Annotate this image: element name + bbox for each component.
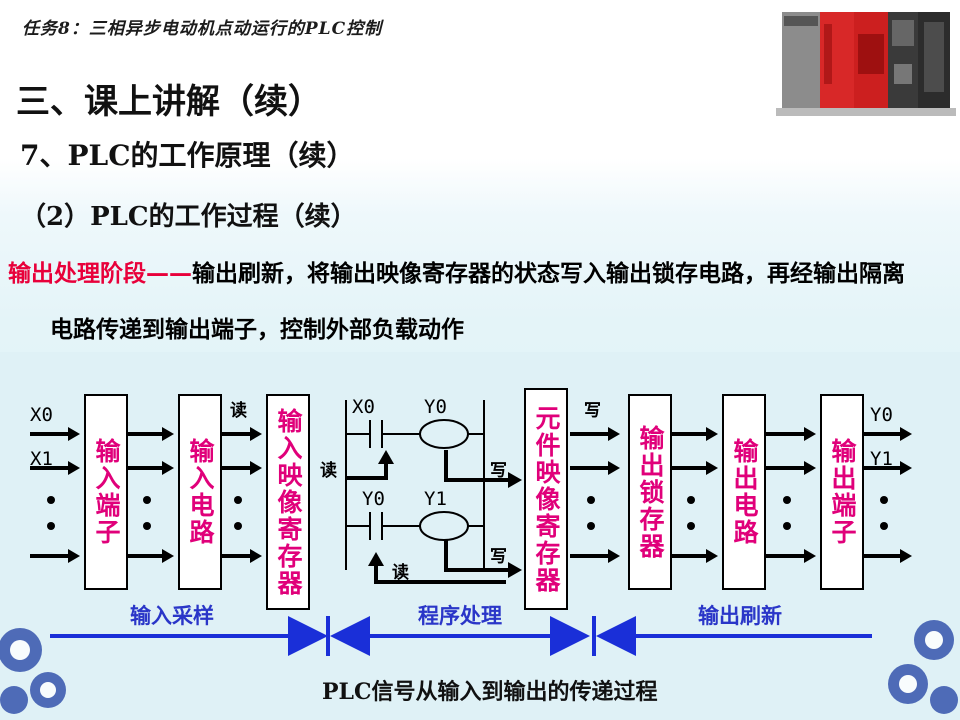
box-input-terminal: 输入端子 (84, 394, 128, 590)
flow-arrow-head (608, 427, 620, 441)
phase-input-sampling: 输入采样 (130, 604, 214, 628)
box-output-circuit: 输出电路 (722, 394, 766, 590)
output-label-y0: Y0 (870, 404, 893, 426)
ellipsis-dot (687, 522, 695, 530)
flow-arrow-head (68, 461, 80, 475)
ladder-read-write-arrows (346, 450, 510, 584)
ellipsis-dot (783, 522, 791, 530)
stage-name: 输出处理阶段 (8, 261, 146, 287)
description-line-2: 电路传递到输出端子，控制外部负载动作 (50, 317, 464, 343)
input-label-x1: X1 (30, 448, 53, 470)
flow-arrow-head (804, 461, 816, 475)
flow-arrow-head (162, 427, 174, 441)
ladder-coil-1-label: Y0 (424, 396, 447, 418)
box-input-terminal-label: 输入端子 (92, 438, 121, 546)
flow-arrow-head (900, 461, 912, 475)
description-line-1: 输出处理阶段——输出刷新，将输出映像寄存器的状态写入输出锁存电路，再经输出隔离 (8, 254, 905, 288)
ellipsis-dot (47, 496, 55, 504)
header-task-title: 任务8：三相异步电动机点动运行的PLC控制 (22, 19, 383, 39)
plc-device-image (776, 4, 956, 122)
output-label-y1: Y1 (870, 448, 893, 470)
phase-timeline (50, 616, 872, 656)
phase-output-refresh: 输出刷新 (698, 604, 782, 628)
ellipsis-dot (234, 496, 242, 504)
ladder-contact-1-label: X0 (352, 396, 375, 418)
write-label-2: 写 (490, 547, 507, 567)
ladder-coil-2-label: Y1 (424, 488, 447, 510)
ladder-diagram (345, 400, 485, 570)
box-output-terminal-label: 输出端子 (828, 438, 857, 546)
read-label-1: 读 (230, 401, 247, 421)
flow-arrow-head (250, 427, 262, 441)
box-output-terminal: 输出端子 (820, 394, 864, 590)
input-label-x0: X0 (30, 404, 53, 426)
flow-arrow-head (900, 427, 912, 441)
corner-ornament-right (888, 620, 958, 714)
flow-arrow-head (68, 549, 80, 563)
box-input-image-register-label: 输入映像寄存器 (274, 407, 303, 597)
ellipsis-dot (143, 522, 151, 530)
ellipsis-dot (234, 522, 242, 530)
description-text-1: 输出刷新，将输出映像寄存器的状态写入输出锁存电路，再经输出隔离 (192, 261, 905, 287)
section-title: 三、课上讲解（续） (16, 82, 322, 122)
ellipsis-dot (783, 496, 791, 504)
flow-arrow-head (608, 549, 620, 563)
flow-arrow-head (608, 461, 620, 475)
box-element-image-register-label: 元件映像寄存器 (532, 404, 561, 594)
ellipsis-dots (47, 496, 888, 530)
box-output-circuit-label: 输出电路 (730, 438, 759, 546)
box-input-circuit: 输入电路 (178, 394, 222, 590)
flow-arrow-head (162, 549, 174, 563)
write-label-3: 写 (584, 401, 601, 421)
diagram-caption: PLC信号从输入到输出的传递过程 (322, 679, 658, 705)
ellipsis-dot (587, 522, 595, 530)
subtitle-principle: 7、PLC的工作原理（续） (20, 139, 355, 172)
ladder-arrow-heads (368, 450, 522, 578)
flow-arrow-head (68, 427, 80, 441)
write-label-1: 写 (490, 461, 507, 481)
ellipsis-dot (880, 522, 888, 530)
flow-arrow-head (250, 549, 262, 563)
corner-ornament-left (0, 628, 66, 714)
stage-dash: —— (146, 261, 192, 287)
box-output-latch: 输出锁存器 (628, 394, 672, 590)
flow-arrow-head (162, 461, 174, 475)
read-label-2: 读 (320, 461, 337, 481)
ellipsis-dot (687, 496, 695, 504)
ellipsis-dot (587, 496, 595, 504)
flow-arrow-head (706, 427, 718, 441)
flow-arrows (30, 427, 912, 563)
diagram-background (0, 352, 960, 720)
ellipsis-dot (47, 522, 55, 530)
ladder-contact-2-label: Y0 (362, 488, 385, 510)
phase-program-processing: 程序处理 (418, 604, 502, 628)
ellipsis-dot (143, 496, 151, 504)
subtitle-process: （2）PLC的工作过程（续） (20, 202, 357, 232)
flow-arrow-head (900, 549, 912, 563)
box-input-circuit-label: 输入电路 (186, 438, 215, 546)
flow-arrow-head (706, 461, 718, 475)
flow-arrow-head (706, 549, 718, 563)
box-input-image-register: 输入映像寄存器 (266, 394, 310, 610)
flow-arrow-head (250, 461, 262, 475)
box-element-image-register: 元件映像寄存器 (524, 388, 568, 610)
flow-arrow-head (804, 427, 816, 441)
box-output-latch-label: 输出锁存器 (636, 424, 665, 560)
flow-arrow-head (804, 549, 816, 563)
read-label-3: 读 (392, 563, 409, 583)
ellipsis-dot (880, 496, 888, 504)
